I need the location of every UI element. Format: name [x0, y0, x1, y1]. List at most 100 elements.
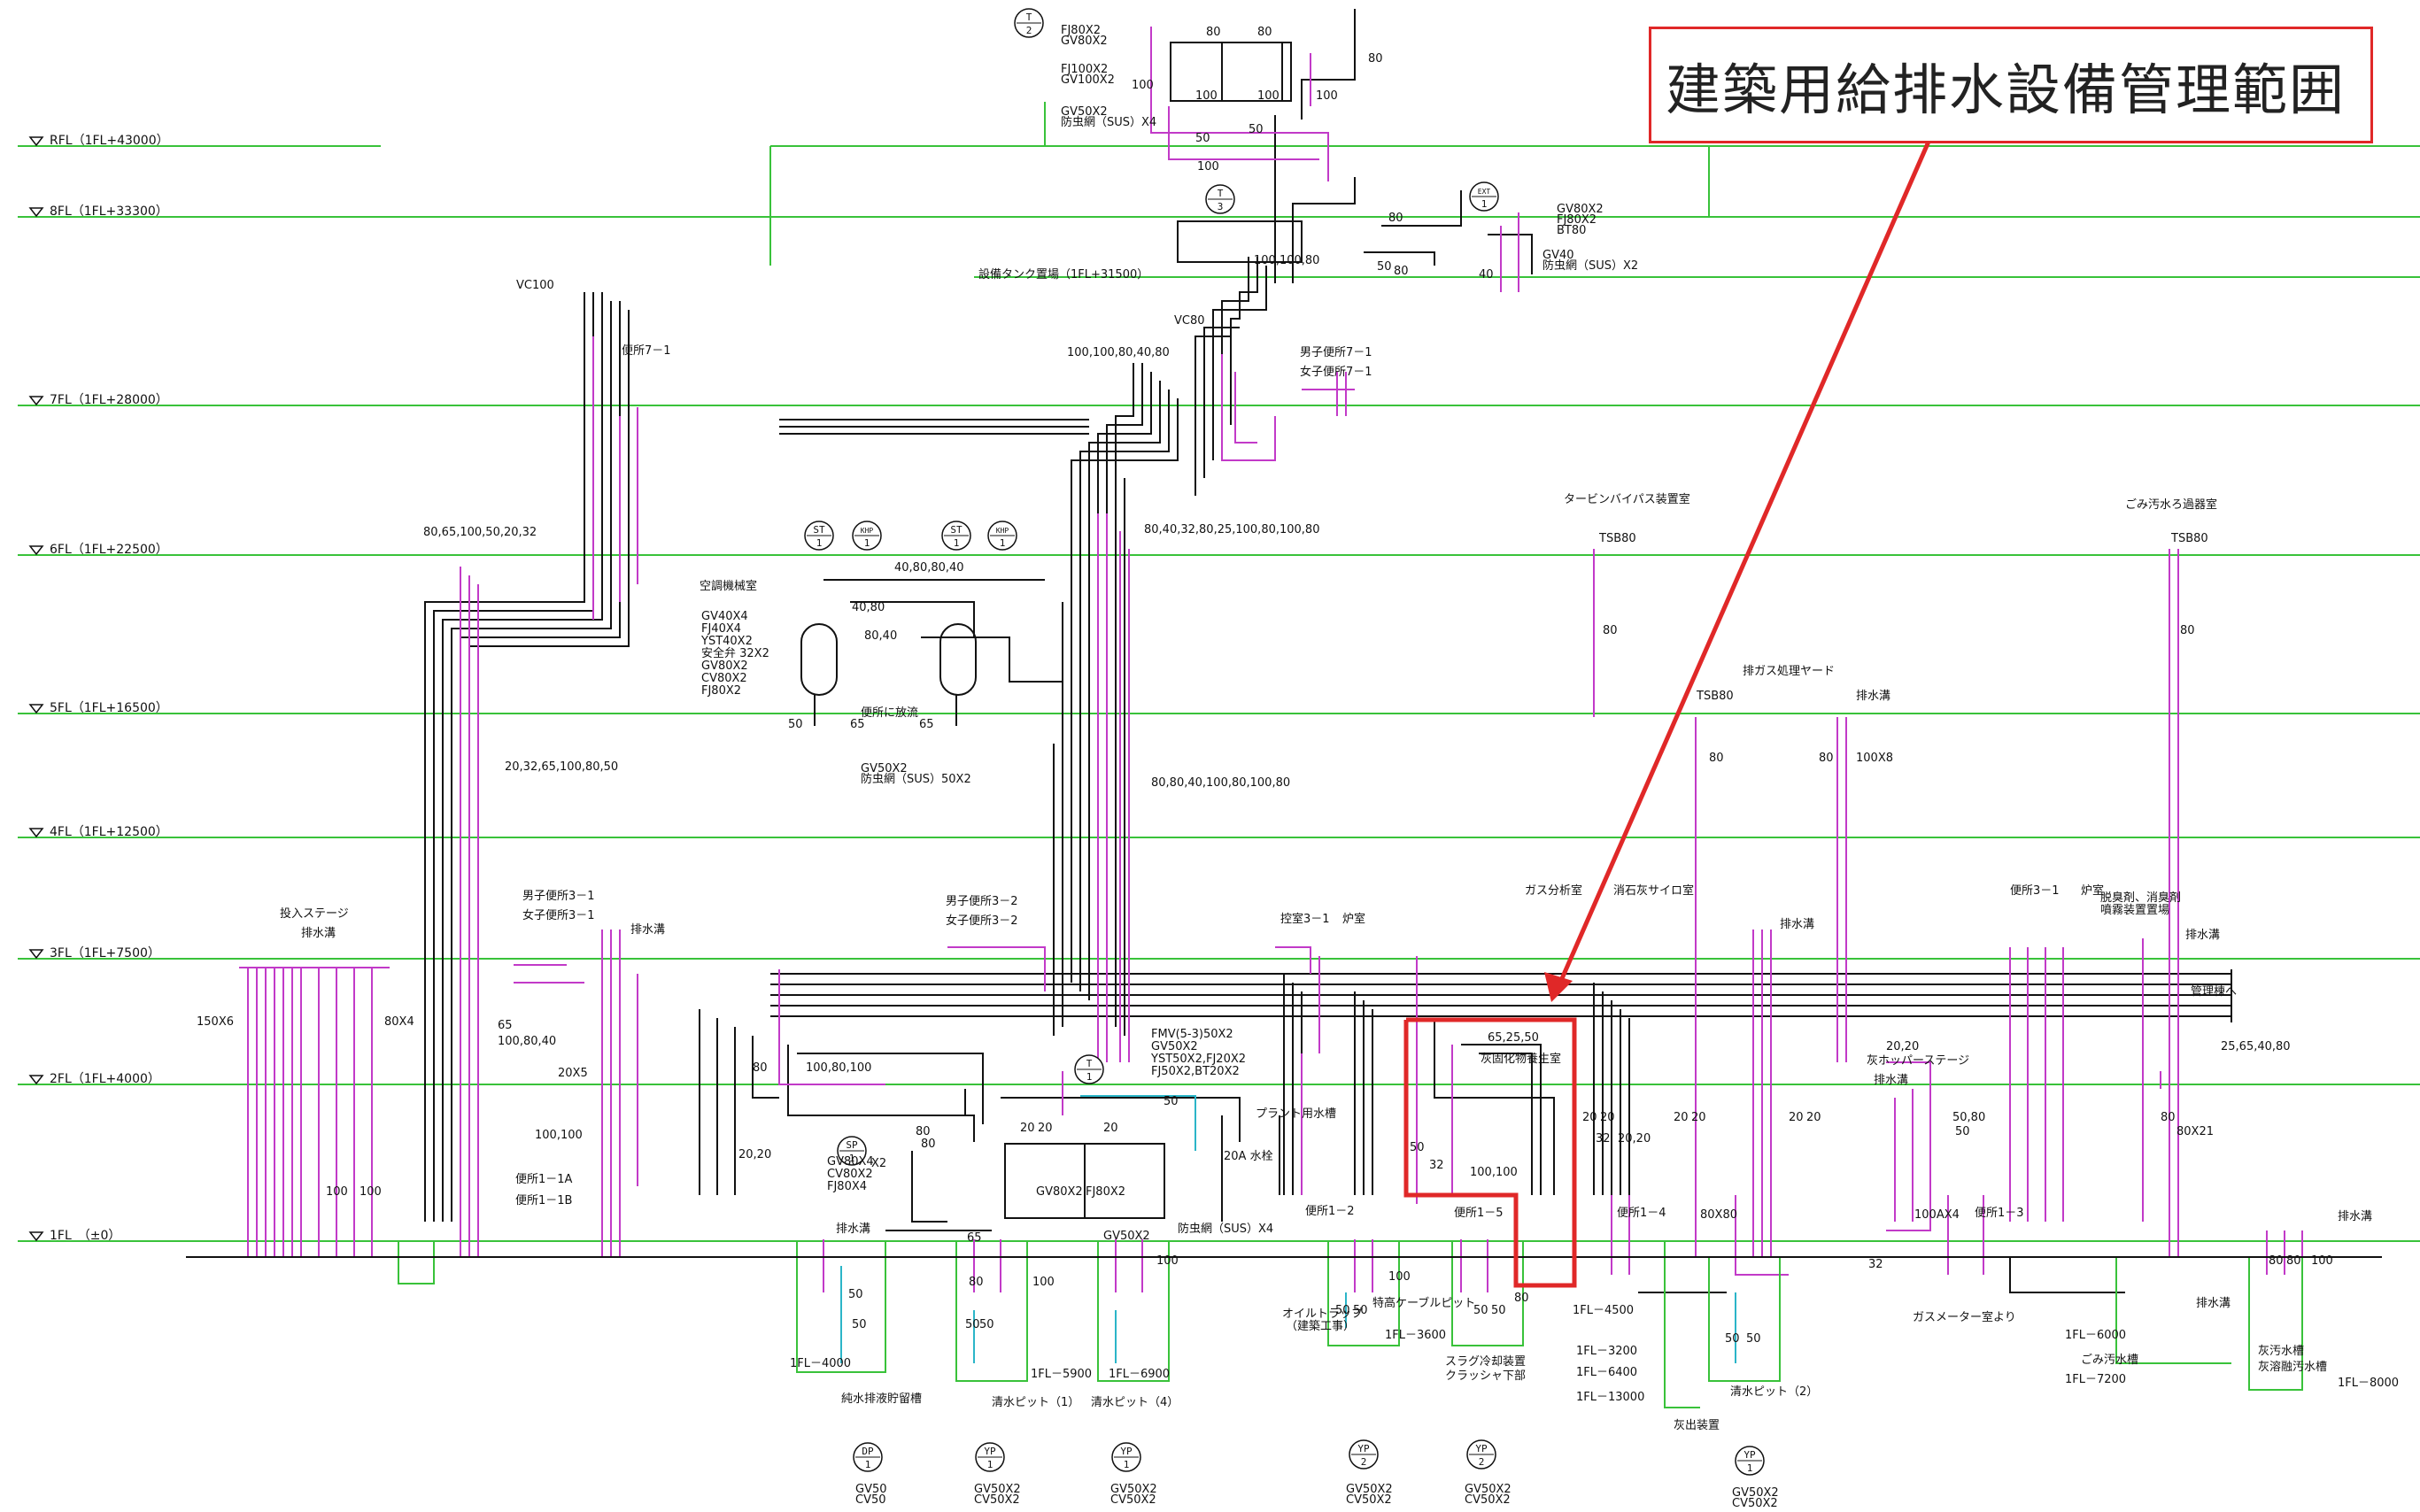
floor-marker-icon — [28, 545, 44, 556]
pipe-label: 100X8 — [1856, 752, 1893, 765]
pipe-label: CV80X2 — [827, 1168, 873, 1181]
pipe-label: 20A 水栓 — [1224, 1150, 1273, 1163]
equipment-symbol: T1 — [1074, 1054, 1104, 1084]
pipe-label: 清水ピット（2） — [1730, 1385, 1818, 1399]
pipe-label: VC100 — [516, 279, 554, 292]
pipe-label: 便所7－1 — [622, 344, 671, 358]
pipe-label: 32 — [1868, 1258, 1883, 1271]
pipe-label: 20 — [1038, 1122, 1053, 1135]
equipment-symbol: YP1 — [1735, 1446, 1765, 1476]
floor-label: 8FL（1FL+33300） — [50, 204, 168, 219]
pipe-label: 20,20 — [738, 1148, 771, 1161]
pipe-label: FJ50X2,BT20X2 — [1151, 1065, 1240, 1078]
pipe-label: 50 — [788, 718, 803, 731]
floor-label: 6FL（1FL+22500） — [50, 543, 168, 557]
svg-text:1: 1 — [1747, 1462, 1753, 1474]
pipe-label: 女子便所3－1 — [522, 908, 595, 922]
svg-text:T: T — [1086, 1058, 1093, 1069]
pipe-label: 80,80,40,100,80,100,80 — [1151, 776, 1290, 790]
pipe-label: 1FL－3600 — [1385, 1329, 1446, 1342]
pipe-label: TSB80 — [1598, 532, 1636, 545]
pipe-label: 男子便所3－1 — [522, 890, 595, 903]
callout-box: 建築用給排水設備管理範囲 — [1649, 27, 2373, 143]
pipe-label: FJ80X2 — [701, 684, 741, 698]
pipe-label: 65 — [498, 1019, 513, 1032]
pipe-label: 50 — [1195, 132, 1210, 145]
svg-text:KHP: KHP — [861, 527, 874, 535]
pipe-label: 20 — [1582, 1111, 1597, 1124]
pipe-label: 20X5 — [558, 1067, 588, 1080]
equipment-symbol: ST1 — [804, 521, 834, 551]
pipe-label: 80 — [2269, 1254, 2284, 1268]
pipe-label: VC80 — [1174, 314, 1205, 328]
pipe-label: 排水溝 — [836, 1223, 870, 1236]
svg-text:1: 1 — [816, 537, 823, 549]
pipe-label: 80 — [1709, 752, 1724, 765]
pipe-label: 清水ピット（4） — [1091, 1396, 1179, 1409]
pipe-label: CV50X2 — [1346, 1493, 1392, 1507]
pipe-label: 80 — [921, 1138, 936, 1151]
pipe-label: 1FL－4000 — [790, 1357, 851, 1370]
pipe-label: 150X6 — [197, 1015, 234, 1029]
pipe-label: 排水溝 — [2196, 1297, 2231, 1310]
pipe-label: オイルトラップ — [1282, 1308, 1363, 1321]
pipe-label: CV50 — [855, 1493, 886, 1507]
pipe-label: 控室3－1 — [1280, 912, 1330, 926]
floor-label: 4FL（1FL+12500） — [50, 825, 168, 839]
equipment-symbol: YP1 — [975, 1442, 1005, 1472]
floor-label: 5FL（1FL+16500） — [50, 701, 168, 715]
pipe-label: 50 — [979, 1318, 994, 1331]
pipe-label: 男子便所3－2 — [946, 895, 1018, 908]
pipe-label: 100 — [360, 1185, 382, 1199]
pipe-label: 便所1－1A — [515, 1173, 573, 1186]
pipe-label: 100 — [1156, 1254, 1179, 1268]
pipe-label: 排水溝 — [1780, 918, 1814, 931]
pipe-label: 便所1－4 — [1617, 1207, 1666, 1220]
pipe-label: 50 — [1473, 1304, 1488, 1317]
pipe-label: 65 — [850, 718, 865, 731]
floor-marker-icon — [28, 949, 44, 960]
svg-text:1: 1 — [865, 1459, 871, 1470]
pipe-label: 灰汚水槽 — [2258, 1345, 2304, 1358]
floor-label: 2FL（1FL+4000） — [50, 1072, 160, 1086]
pipe-label: GV80X2 — [1061, 35, 1108, 48]
floor-label: 3FL（1FL+7500） — [50, 946, 160, 960]
pipe-label: 80X21 — [2176, 1125, 2214, 1138]
svg-text:YP: YP — [1120, 1446, 1133, 1457]
pipe-label: TSB80 — [1696, 690, 1734, 703]
pipe-label: YST40X2 — [700, 635, 753, 648]
pipe-label: 25,65,40,80 — [2221, 1040, 2291, 1053]
pipe-label: 65 — [967, 1231, 982, 1245]
pipe-label: 脱臭剤、消臭剤 — [2100, 891, 2181, 905]
pipe-label: YST50X2,FJ20X2 — [1150, 1053, 1246, 1066]
pipe-label: GV50X2 — [861, 762, 908, 775]
pipe-label: GV40 — [1542, 249, 1574, 262]
pipe-label: GV80X4 — [827, 1155, 874, 1169]
equipment-symbol: T2 — [1014, 8, 1044, 38]
pipe-label: 管理棟へ — [2191, 985, 2237, 999]
pipe-label: 防虫網（SUS）X4 — [1178, 1222, 1273, 1236]
drain-pipes — [239, 27, 2303, 1292]
pipe-label: 灰溶融汚水槽 — [2258, 1361, 2327, 1374]
equipment-symbol: SP1 — [837, 1136, 867, 1166]
pipe-label: 便所1－1B — [515, 1194, 572, 1207]
floor-label: 1FL （±0） — [50, 1229, 120, 1243]
pipe-label: プラント用水槽 — [1256, 1107, 1336, 1121]
floor-marker-icon — [28, 136, 44, 147]
pipe-label: 80,40 — [864, 629, 897, 643]
svg-text:ST: ST — [813, 524, 825, 536]
svg-text:KHP: KHP — [996, 527, 1009, 535]
pipe-label: 80 — [1819, 752, 1834, 765]
pipe-label: 1FL－4500 — [1573, 1304, 1634, 1317]
pipe-label: GV100X2 — [1061, 73, 1115, 87]
pipe-label: 80 — [2161, 1111, 2176, 1124]
pipe-label: GV50X2 — [1151, 1040, 1198, 1053]
svg-text:YP: YP — [1357, 1443, 1370, 1454]
pipe-label: 80 — [1394, 265, 1409, 278]
pipe-label: タービンバイパス装置室 — [1564, 492, 1690, 506]
pipe-label: 100,80,100 — [806, 1061, 871, 1075]
pipe-label: ガスメーター室より — [1913, 1310, 2016, 1324]
pipe-label: 消石灰サイロ室 — [1613, 883, 1694, 898]
pipe-label: 防虫網（SUS）X2 — [1542, 258, 1638, 273]
